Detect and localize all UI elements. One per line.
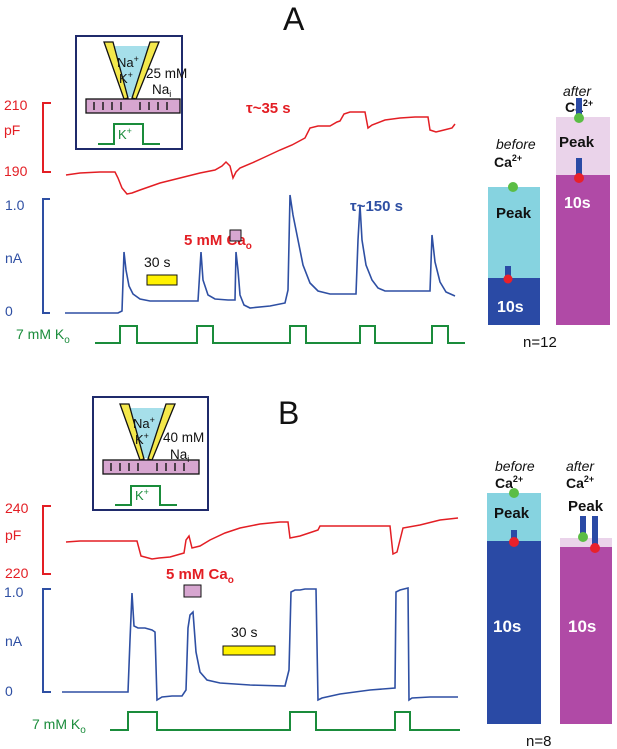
svg-text:190: 190 bbox=[4, 163, 28, 179]
inset-conc-b: 40 mM bbox=[163, 430, 204, 445]
inset-na-ion-b: Na+ bbox=[133, 415, 155, 431]
svg-text:Peak: Peak bbox=[494, 505, 530, 522]
time-scale-bar-a bbox=[146, 274, 178, 286]
inset-k-ion-a: K+ bbox=[119, 70, 133, 86]
time-scale-label-a: 30 s bbox=[144, 254, 170, 270]
inset-k-pulse-a: K+ bbox=[118, 126, 132, 142]
inset-nai-a: Nai bbox=[152, 82, 171, 99]
ko-trace-a bbox=[95, 325, 465, 344]
svg-text:1.0: 1.0 bbox=[5, 197, 25, 213]
capacitance-trace-a bbox=[65, 111, 456, 195]
capacitance-scale-b: 240 pF 220 bbox=[5, 500, 51, 581]
ca-label-a: 5 mM Cao bbox=[184, 232, 252, 252]
svg-text:10s: 10s bbox=[497, 299, 524, 316]
bar-before-b: before Ca2+ Peak 10s bbox=[487, 458, 541, 724]
svg-text:10s: 10s bbox=[564, 195, 591, 212]
ko-trace-b bbox=[110, 711, 460, 731]
ca-application-marker-b bbox=[183, 584, 202, 598]
current-scale-b: 1.0 nA 0 bbox=[4, 584, 51, 699]
svg-text:nA: nA bbox=[5, 250, 23, 266]
cur-tau-label-a: τ~150 s bbox=[350, 198, 403, 215]
svg-text:1.0: 1.0 bbox=[4, 584, 24, 600]
n-label-a: n=12 bbox=[523, 334, 557, 351]
inset-conc-a: 25 mM bbox=[146, 66, 187, 81]
panel-letter-a: A bbox=[283, 1, 305, 37]
bar-after-b: after Ca2+ Peak 10s bbox=[560, 458, 612, 724]
n-label-b: n=8 bbox=[526, 733, 551, 749]
svg-text:Peak: Peak bbox=[559, 134, 595, 151]
peak-dot-before-a bbox=[508, 182, 518, 192]
svg-text:0: 0 bbox=[5, 683, 13, 699]
svg-text:Ca2+: Ca2+ bbox=[495, 474, 523, 491]
inset-diagram-a: Na+ K+ 25 mM Nai K+ bbox=[75, 35, 187, 150]
svg-text:0: 0 bbox=[5, 303, 13, 319]
inset-na-ion-a: Na+ bbox=[117, 54, 139, 70]
capacitance-scale-a: 210 pF 190 bbox=[4, 97, 51, 179]
svg-text:before: before bbox=[495, 458, 535, 474]
current-trace-b bbox=[62, 586, 458, 702]
cap-tau-label-a: τ~35 s bbox=[246, 100, 291, 117]
inset-diagram-b: Na+ K+ 40 mM Nai K+ bbox=[92, 396, 209, 511]
svg-text:before: before bbox=[496, 136, 536, 152]
svg-text:nA: nA bbox=[5, 633, 23, 649]
svg-text:240: 240 bbox=[5, 500, 29, 516]
ko-label-b: 7 mM Ko bbox=[32, 716, 86, 736]
svg-text:after: after bbox=[563, 83, 592, 99]
svg-text:220: 220 bbox=[5, 565, 29, 581]
svg-text:Ca2+: Ca2+ bbox=[494, 153, 522, 170]
inset-nai-b: Nai bbox=[170, 447, 189, 464]
panel-letter-b: B bbox=[278, 395, 299, 431]
current-trace-a bbox=[65, 194, 456, 314]
svg-text:after: after bbox=[566, 458, 595, 474]
ten-s-dot-before-b bbox=[509, 537, 519, 547]
ten-s-dot-before-a bbox=[503, 274, 513, 284]
svg-text:Peak: Peak bbox=[568, 498, 604, 515]
capacitance-trace-b bbox=[65, 517, 459, 560]
svg-text:10s: 10s bbox=[568, 617, 596, 636]
svg-text:pF: pF bbox=[5, 527, 21, 543]
svg-text:pF: pF bbox=[4, 122, 20, 138]
inset-k-ion-b: K+ bbox=[135, 431, 149, 447]
time-scale-label-b: 30 s bbox=[231, 624, 257, 640]
ca-label-b: 5 mM Cao bbox=[166, 566, 234, 586]
svg-text:Peak: Peak bbox=[496, 205, 532, 222]
bar-after-a: after Ca2+ Peak 10s bbox=[556, 83, 610, 325]
peak-dot-after-a bbox=[574, 113, 584, 123]
ten-s-dot-after-a bbox=[574, 173, 584, 183]
ten-s-dot-after-b bbox=[590, 543, 600, 553]
ko-label-a: 7 mM Ko bbox=[16, 326, 70, 346]
time-scale-bar-b bbox=[222, 645, 276, 656]
svg-text:Ca2+: Ca2+ bbox=[566, 474, 594, 491]
svg-text:10s: 10s bbox=[493, 617, 521, 636]
inset-k-pulse-b: K+ bbox=[135, 487, 149, 503]
peak-dot-after-b bbox=[578, 532, 588, 542]
current-scale-a: 1.0 nA 0 bbox=[5, 197, 50, 319]
peak-dot-before-b bbox=[509, 488, 519, 498]
svg-text:210: 210 bbox=[4, 97, 28, 113]
ca-application-marker-a bbox=[229, 229, 242, 242]
bar-before-a: before Ca2+ Peak 10s bbox=[488, 136, 540, 325]
